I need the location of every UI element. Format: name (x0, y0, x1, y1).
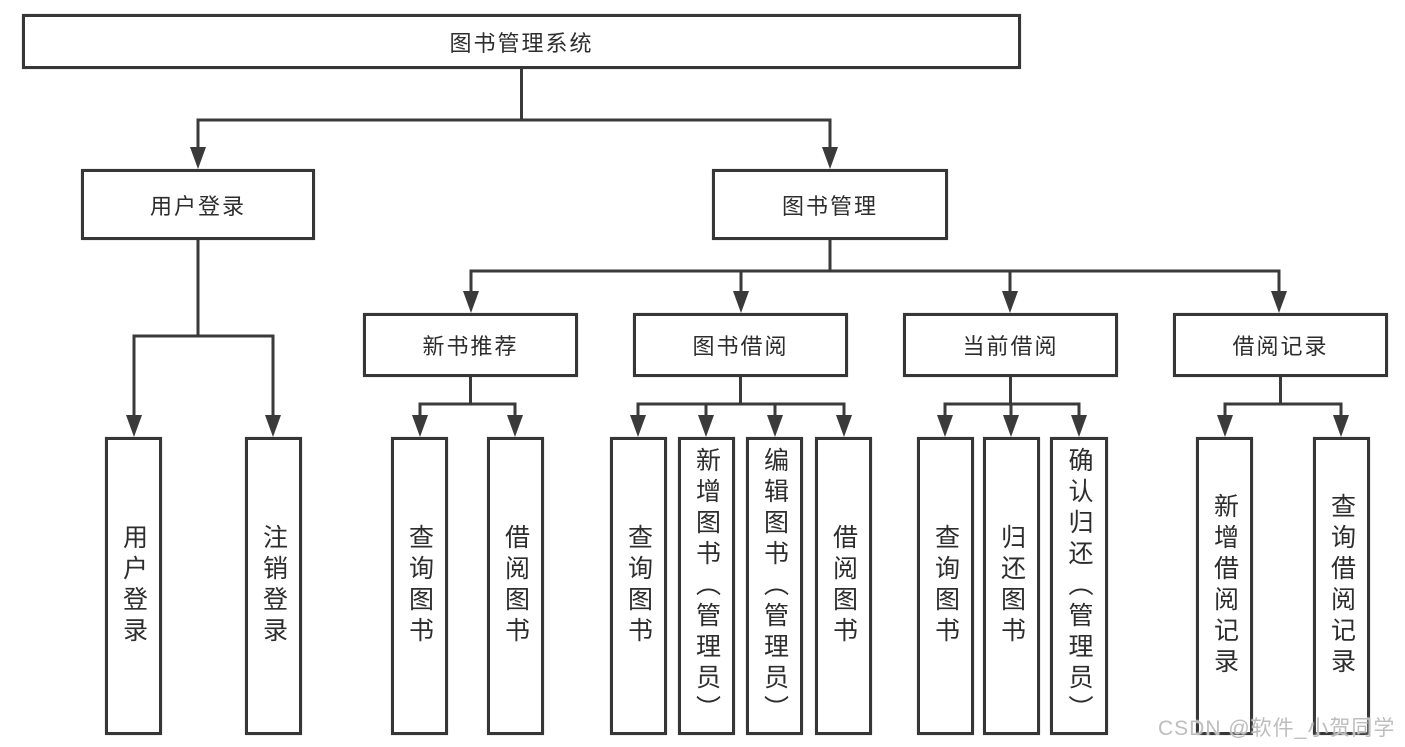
csdn-watermark: CSDN @软件_小贺同学 (1158, 717, 1396, 740)
node-current-borrow: 当前借阅 (903, 313, 1118, 377)
node-book-borrow: 图书借阅 (633, 313, 848, 377)
leaf-query-book-recommend: 查询图书 (391, 437, 448, 735)
leaf-borrow-book-recommend: 借阅图书 (487, 437, 544, 735)
leaf-logout: 注销登录 (245, 437, 302, 735)
leaf-user-login: 用户登录 (105, 437, 162, 735)
node-new-book-recommend: 新书推荐 (363, 313, 578, 377)
leaf-confirm-return-admin: 确认归还（管理员） (1050, 437, 1108, 735)
node-user-login: 用户登录 (81, 169, 315, 240)
leaf-add-book-admin: 新增图书（管理员） (678, 437, 735, 735)
node-borrow-records: 借阅记录 (1173, 313, 1388, 377)
leaf-borrow-book-borrow: 借阅图书 (815, 437, 872, 735)
node-root: 图书管理系统 (22, 14, 1021, 69)
leaf-return-book: 归还图书 (983, 437, 1040, 735)
leaf-edit-book-admin: 编辑图书（管理员） (746, 437, 803, 735)
leaf-add-borrow-record: 新增借阅记录 (1196, 437, 1253, 735)
leaf-query-borrow-record: 查询借阅记录 (1313, 437, 1370, 735)
node-book-management: 图书管理 (712, 169, 948, 240)
leaf-query-book-borrow: 查询图书 (610, 437, 667, 735)
leaf-query-book-current: 查询图书 (917, 437, 974, 735)
